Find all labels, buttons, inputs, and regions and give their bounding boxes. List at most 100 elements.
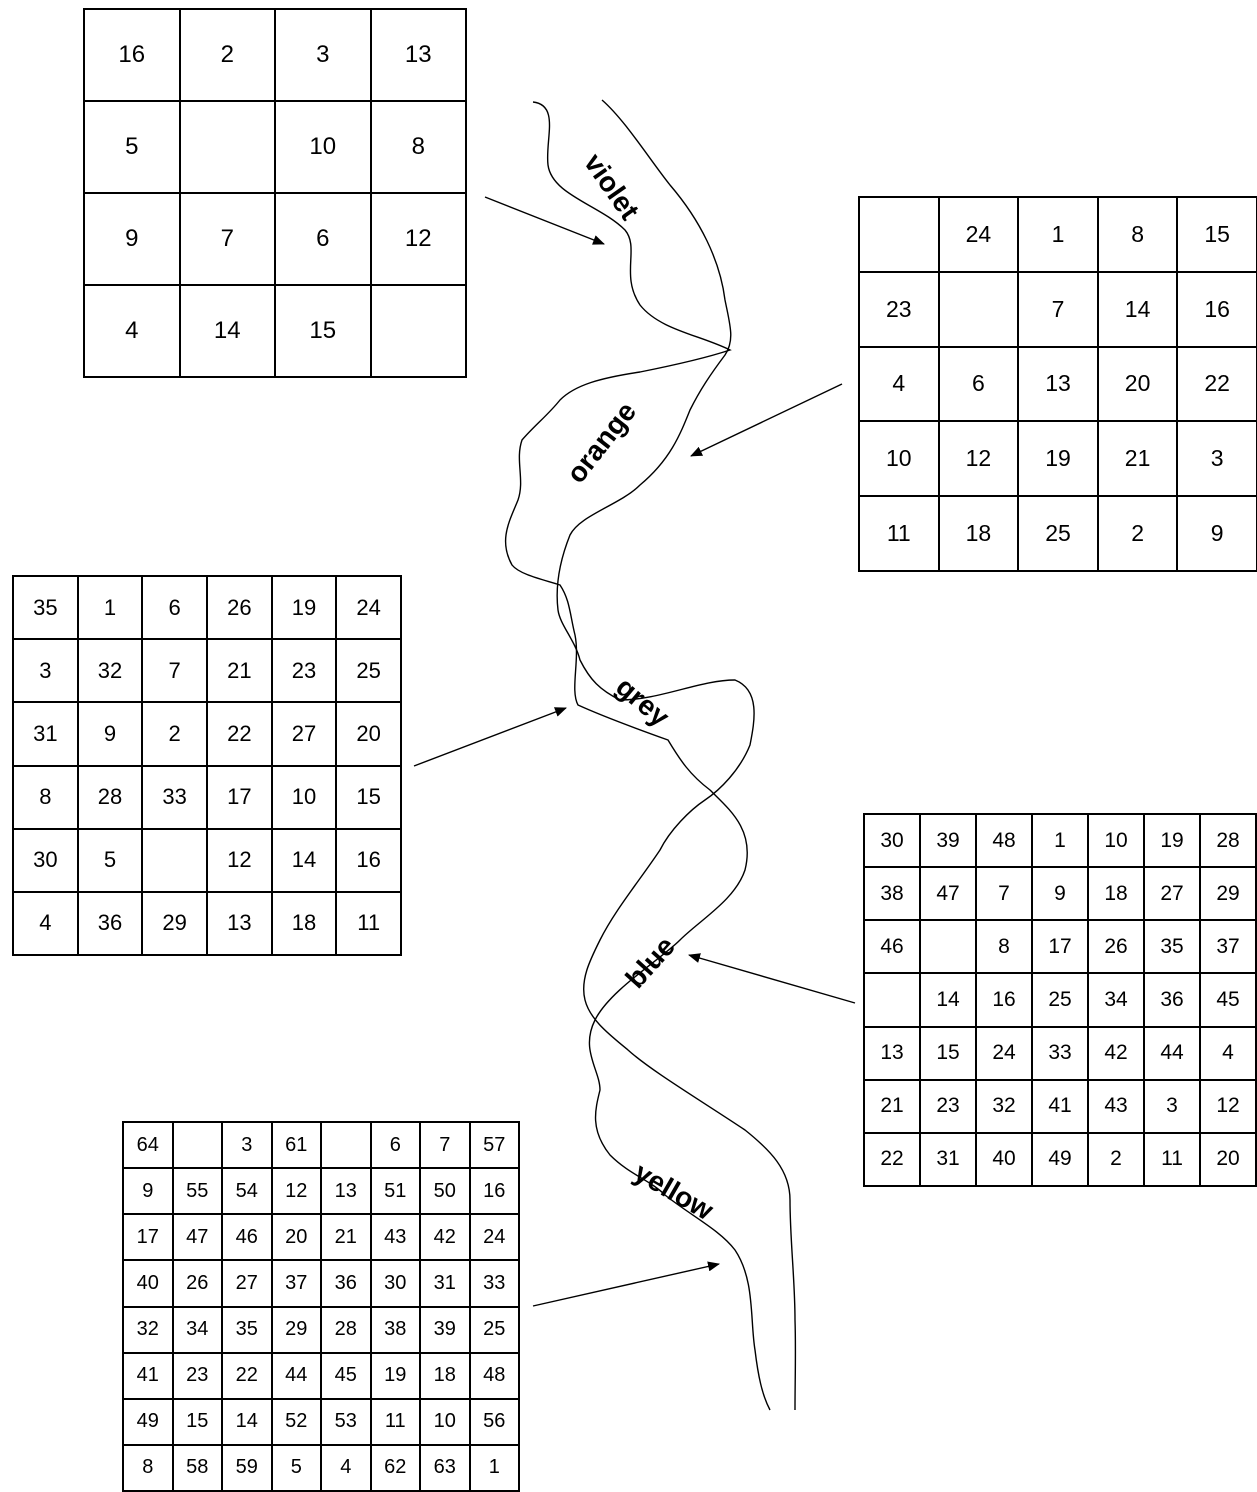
grid-cell: 20 [1099, 348, 1177, 421]
grid-cell: 43 [372, 1215, 420, 1259]
grid-cell: 4 [860, 348, 938, 421]
grid-cell: 41 [124, 1354, 172, 1398]
grid-cell: 32 [124, 1308, 172, 1352]
grid-cell: 25 [1019, 497, 1097, 570]
grid-cell: 1 [79, 577, 142, 638]
empty-cell [181, 102, 275, 192]
grid-cell: 17 [124, 1215, 172, 1259]
grid-cell: 18 [273, 893, 336, 954]
grid-cell: 41 [1033, 1081, 1087, 1132]
grid-cell: 22 [208, 703, 271, 764]
grid-cell: 63 [421, 1446, 469, 1490]
grid-cell: 61 [273, 1123, 321, 1167]
grid-cell: 25 [337, 640, 400, 701]
grid-cell: 19 [372, 1354, 420, 1398]
grid-cell: 17 [208, 767, 271, 828]
grid-cell: 53 [322, 1400, 370, 1444]
grid-cell: 30 [14, 830, 77, 891]
empty-cell [322, 1123, 370, 1167]
grid-cell: 45 [322, 1354, 370, 1398]
grid-cell: 44 [1145, 1028, 1199, 1079]
grid-cell: 12 [940, 422, 1018, 495]
grid-cell: 11 [372, 1400, 420, 1444]
grid-cell: 31 [14, 703, 77, 764]
grid-cell: 32 [977, 1081, 1031, 1132]
grid-cell: 23 [860, 273, 938, 346]
grid-cell: 9 [85, 194, 179, 284]
grid-cell: 35 [14, 577, 77, 638]
grid-cell: 22 [1178, 348, 1256, 421]
grid-cell: 3 [223, 1123, 271, 1167]
grid-cell: 12 [208, 830, 271, 891]
grid-cell: 24 [471, 1215, 519, 1259]
grid-cell: 39 [421, 1308, 469, 1352]
grid-cell: 6 [276, 194, 370, 284]
grid-cell: 6 [372, 1123, 420, 1167]
grid-cell: 13 [208, 893, 271, 954]
grid-cell: 23 [921, 1081, 975, 1132]
segment-label-yellow: yellow [629, 1156, 719, 1226]
grid-cell: 26 [208, 577, 271, 638]
grid-cell: 5 [79, 830, 142, 891]
grid-cell: 36 [322, 1261, 370, 1305]
grid-cell: 27 [273, 703, 336, 764]
grid-cell: 11 [1145, 1134, 1199, 1185]
grid-cell: 15 [337, 767, 400, 828]
grid-cell: 8 [372, 102, 466, 192]
grid-cell: 7 [1019, 273, 1097, 346]
grid-cell: 43 [1089, 1081, 1143, 1132]
segment-label-grey: grey [610, 671, 676, 733]
grid-cell: 55 [174, 1169, 222, 1213]
grid-cell: 1 [471, 1446, 519, 1490]
grid-cell: 31 [921, 1134, 975, 1185]
grid-cell: 37 [1201, 921, 1255, 972]
grid-cell: 1 [1033, 815, 1087, 866]
grid-cell: 5 [273, 1446, 321, 1490]
arrow-grey [414, 708, 566, 766]
segment-label-orange: orange [560, 396, 642, 489]
grid-cell: 16 [1178, 273, 1256, 346]
grid-cell: 2 [1089, 1134, 1143, 1185]
grid-cell: 18 [940, 497, 1018, 570]
grid-cell: 54 [223, 1169, 271, 1213]
grid-cell: 16 [85, 10, 179, 100]
grid-cell: 27 [223, 1261, 271, 1305]
grid-cell: 22 [865, 1134, 919, 1185]
arrow-yellow [533, 1264, 719, 1306]
grid-cell: 9 [1033, 868, 1087, 919]
grid-cell: 24 [940, 198, 1018, 271]
grid-cell: 18 [1089, 868, 1143, 919]
grid-cell: 56 [471, 1400, 519, 1444]
empty-cell [143, 830, 206, 891]
grid-cell: 11 [337, 893, 400, 954]
grid-cell: 6 [940, 348, 1018, 421]
grid-cell: 16 [471, 1169, 519, 1213]
grid-cell: 40 [124, 1261, 172, 1305]
grid-cell: 22 [223, 1354, 271, 1398]
grid-cell: 10 [276, 102, 370, 192]
grid-cell: 19 [273, 577, 336, 638]
grid-cell: 1 [1019, 198, 1097, 271]
grid-cell: 48 [977, 815, 1031, 866]
grid-cell: 47 [921, 868, 975, 919]
grid-cell: 34 [1089, 974, 1143, 1025]
grid-cell: 15 [1178, 198, 1256, 271]
grid-cell: 50 [421, 1169, 469, 1213]
grid-cell: 21 [322, 1215, 370, 1259]
grid-cell: 29 [273, 1308, 321, 1352]
grid-cell: 15 [276, 286, 370, 376]
grid-cell: 30 [865, 815, 919, 866]
grid-cell: 14 [223, 1400, 271, 1444]
grid-cell: 30 [372, 1261, 420, 1305]
grid-cell: 20 [1201, 1134, 1255, 1185]
grid-cell: 29 [143, 893, 206, 954]
empty-cell [174, 1123, 222, 1167]
grid-cell: 14 [181, 286, 275, 376]
grid-cell: 58 [174, 1446, 222, 1490]
grid-cell: 17 [1033, 921, 1087, 972]
grid-cell: 25 [471, 1308, 519, 1352]
grid-cell: 2 [181, 10, 275, 100]
grid-cell: 9 [1178, 497, 1256, 570]
grid-cell: 16 [337, 830, 400, 891]
grid-cell: 18 [421, 1354, 469, 1398]
